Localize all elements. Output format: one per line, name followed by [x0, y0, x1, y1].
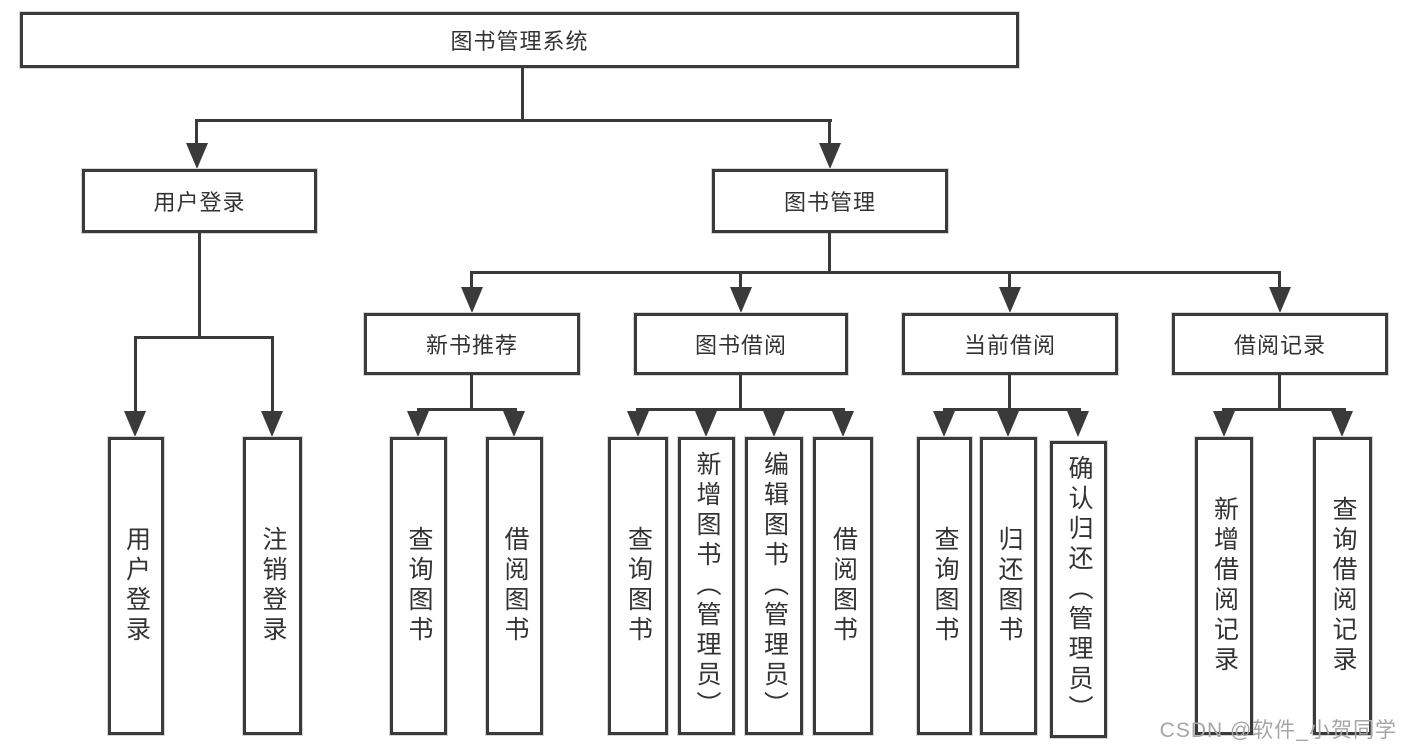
- leaf-user-login: 用户登录: [108, 437, 164, 735]
- arrow-down-icon: [997, 411, 1019, 437]
- connector-hline: [943, 408, 1081, 411]
- arrow-down-icon: [832, 411, 854, 437]
- connector-vline: [470, 271, 473, 291]
- leaf-add-borrow-record: 新增借阅记录: [1195, 437, 1253, 735]
- leaf-logout: 注销登录: [243, 437, 302, 735]
- connector-vline: [470, 375, 473, 411]
- connector-vline: [828, 233, 831, 274]
- arrow-down-icon: [763, 411, 785, 437]
- arrow-down-icon: [1331, 411, 1353, 437]
- leaf-borrow-books-recommend-label: 借阅图书: [501, 526, 529, 646]
- node-book-management: 图书管理: [712, 169, 948, 233]
- arrow-down-icon: [503, 411, 525, 437]
- leaf-borrow-books-label: 借阅图书: [829, 526, 858, 646]
- connector-vline: [198, 233, 201, 339]
- node-root-label: 图书管理系统: [450, 29, 589, 54]
- connector-vline: [1008, 271, 1011, 291]
- arrow-down-icon: [627, 411, 649, 437]
- arrow-down-icon: [1213, 411, 1235, 437]
- node-user-login: 用户登录: [82, 169, 317, 233]
- connector-vline: [521, 66, 524, 122]
- node-new-book-recommend: 新书推荐: [364, 313, 580, 375]
- connector-hline: [470, 271, 1281, 274]
- connector-vline: [828, 119, 831, 147]
- arrow-down-icon: [933, 411, 955, 437]
- connector-vline: [1278, 271, 1281, 291]
- connector-hline: [636, 408, 845, 411]
- leaf-return-books: 归还图书: [980, 437, 1037, 735]
- connector-vline: [134, 336, 137, 415]
- arrow-down-icon: [819, 143, 841, 169]
- connector-hline: [1222, 408, 1346, 411]
- node-current-borrow: 当前借阅: [902, 313, 1118, 375]
- leaf-borrow-books: 借阅图书: [813, 437, 873, 735]
- arrow-down-icon: [186, 143, 208, 169]
- node-book-borrow-label: 图书借阅: [694, 333, 787, 358]
- connector-vline: [1278, 375, 1281, 411]
- node-borrow-records-label: 借阅记录: [1233, 333, 1326, 358]
- connector-vline: [739, 271, 742, 291]
- arrow-down-icon: [695, 411, 717, 437]
- leaf-add-borrow-record-label: 新增借阅记录: [1210, 496, 1239, 676]
- leaf-query-books-current: 查询图书: [917, 437, 972, 735]
- leaf-add-book-admin: 新增图书（管理员）: [678, 437, 735, 735]
- leaf-confirm-return-admin-label: 确认归还（管理员）: [1065, 454, 1093, 725]
- watermark: CSDN @软件_小贺同学: [1159, 719, 1397, 742]
- leaf-logout-label: 注销登录: [259, 526, 287, 646]
- leaf-query-books-borrow: 查询图书: [608, 437, 668, 735]
- arrow-down-icon: [407, 411, 429, 437]
- leaf-user-login-label: 用户登录: [122, 526, 151, 646]
- connector-hline: [196, 119, 832, 122]
- arrow-down-icon: [730, 287, 752, 313]
- leaf-return-books-label: 归还图书: [995, 526, 1023, 646]
- node-book-management-label: 图书管理: [783, 190, 876, 215]
- arrow-down-icon: [1269, 287, 1291, 313]
- node-root: 图书管理系统: [20, 12, 1019, 68]
- connector-vline: [739, 375, 742, 411]
- connector-hline: [134, 336, 274, 339]
- node-book-borrow: 图书借阅: [634, 313, 848, 375]
- leaf-edit-book-admin-label: 编辑图书（管理员）: [760, 451, 789, 721]
- leaf-query-books-borrow-label: 查询图书: [624, 526, 653, 646]
- arrow-down-icon: [124, 411, 146, 437]
- arrow-down-icon: [261, 411, 283, 437]
- leaf-query-books-recommend-label: 查询图书: [405, 526, 433, 646]
- connector-hline: [417, 408, 517, 411]
- node-user-login-label: 用户登录: [153, 190, 246, 215]
- connector-vline: [1008, 375, 1011, 411]
- connector-vline: [195, 119, 198, 147]
- arrow-down-icon: [999, 287, 1021, 313]
- leaf-borrow-books-recommend: 借阅图书: [486, 437, 543, 735]
- leaf-edit-book-admin: 编辑图书（管理员）: [745, 437, 803, 735]
- connector-vline: [271, 336, 274, 415]
- arrow-down-icon: [1067, 411, 1089, 437]
- node-borrow-records: 借阅记录: [1172, 313, 1388, 375]
- node-current-borrow-label: 当前借阅: [963, 333, 1056, 358]
- arrow-down-icon: [461, 287, 483, 313]
- leaf-add-book-admin-label: 新增图书（管理员）: [693, 451, 721, 721]
- leaf-query-borrow-record-label: 查询借阅记录: [1329, 496, 1357, 676]
- leaf-confirm-return-admin: 确认归还（管理员）: [1050, 441, 1107, 738]
- leaf-query-books-current-label: 查询图书: [931, 526, 959, 646]
- leaf-query-borrow-record: 查询借阅记录: [1313, 437, 1372, 735]
- leaf-query-books-recommend: 查询图书: [390, 437, 447, 735]
- node-new-book-recommend-label: 新书推荐: [425, 333, 518, 358]
